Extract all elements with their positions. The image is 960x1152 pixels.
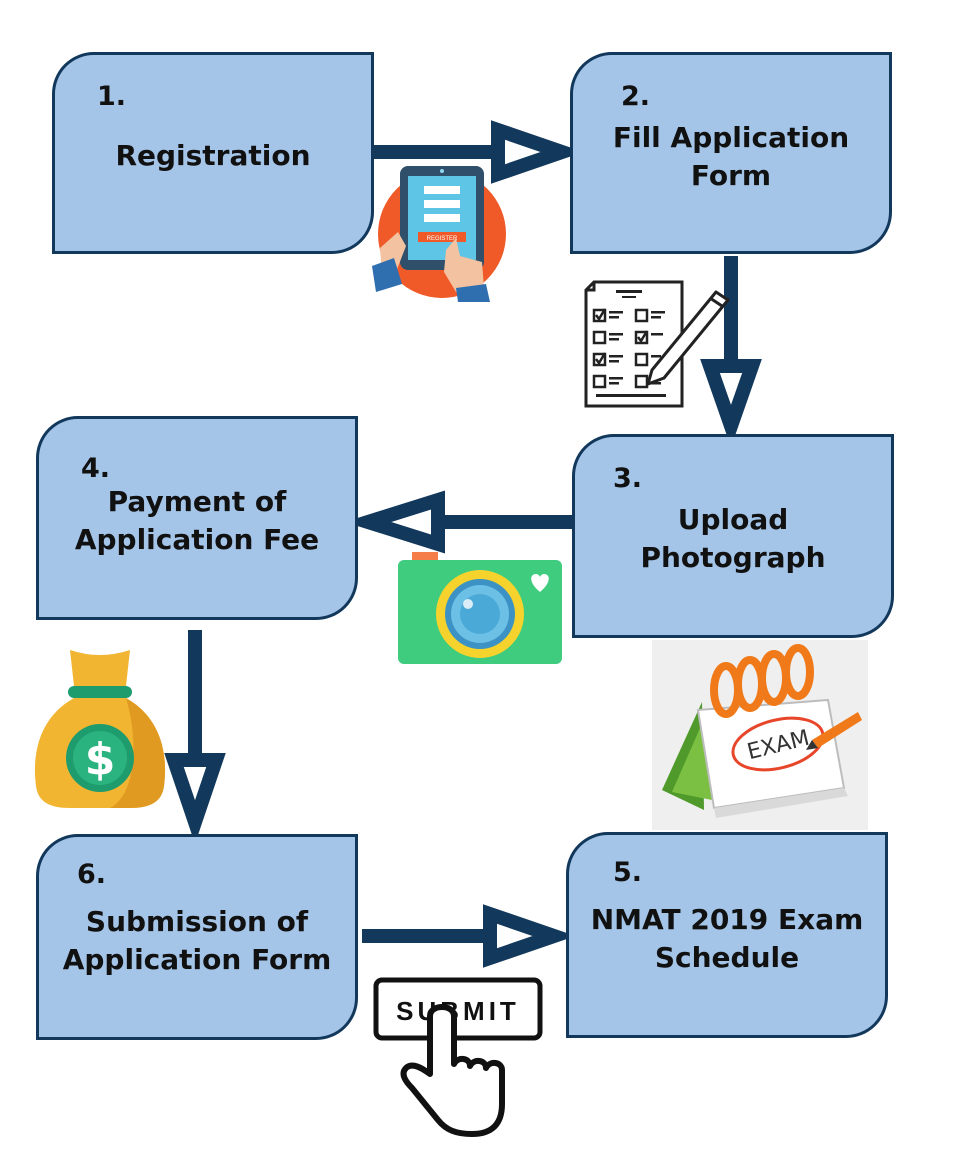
step-number: 4. [81, 453, 111, 484]
step-label-line: Application Form [62, 943, 332, 976]
step-label-line: Fill Application [612, 121, 850, 154]
money-bag-icon: $ [34, 650, 166, 808]
step-box-5: 5. NMAT 2019 Exam Schedule [566, 832, 888, 1038]
step-label: NMAT 2019 Exam Schedule [569, 901, 885, 977]
step-label: Submission of Application Form [39, 903, 355, 979]
step-box-4: 4. Payment of Application Fee [36, 416, 358, 620]
svg-text:$: $ [85, 734, 116, 785]
step-box-3: 3. Upload Photograph [572, 434, 894, 638]
step-number: 5. [613, 857, 643, 888]
step-label-line: Submission of [85, 905, 309, 938]
arrow-1-to-2-head [491, 120, 584, 184]
step-label-line: Upload [677, 503, 789, 536]
step-number: 2. [621, 81, 651, 112]
arrow-3-to-4-head [344, 490, 445, 554]
step-number: 1. [97, 81, 127, 112]
arrow-4-to-6-head [164, 753, 226, 844]
checklist-form-icon [584, 280, 730, 408]
step-number: 6. [77, 859, 107, 890]
step-box-6: 6. Submission of Application Form [36, 834, 358, 1040]
step-label: Payment of Application Fee [39, 483, 355, 559]
step-label-line: Form [690, 159, 772, 192]
step-label-line: Schedule [654, 941, 800, 974]
step-box-1: 1. Registration [52, 52, 374, 254]
camera-icon [398, 552, 562, 664]
arrow-6-to-5-head [483, 904, 576, 968]
step-label-line: NMAT 2019 Exam [590, 903, 864, 936]
step-label-line: Registration [115, 139, 311, 172]
step-label-line: Photograph [640, 541, 826, 574]
step-box-2: 2. Fill Application Form [570, 52, 892, 254]
step-label: Registration [55, 137, 371, 175]
step-number: 3. [613, 463, 643, 494]
svg-text:REGISTER: REGISTER [427, 236, 458, 242]
step-label: Upload Photograph [575, 501, 891, 577]
step-label-line: Payment of [107, 485, 287, 518]
submit-button-icon: SUBMIT [373, 977, 543, 1137]
tablet-register-icon: REGISTER [372, 166, 506, 302]
step-label-line: Application Fee [74, 523, 320, 556]
arrow-2-to-3-head [700, 359, 762, 448]
svg-text:SUBMIT: SUBMIT [396, 996, 520, 1026]
exam-calendar-icon: EXAM [652, 640, 868, 830]
step-label: Fill Application Form [573, 119, 889, 195]
